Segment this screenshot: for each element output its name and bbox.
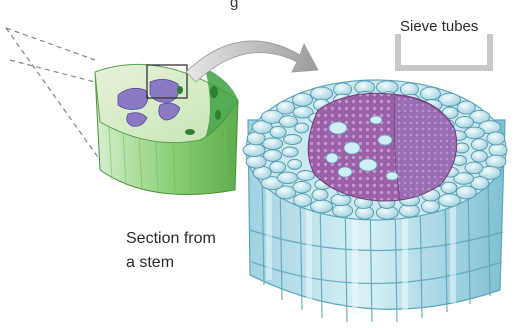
section-label-line-1: Section from: [126, 227, 276, 251]
parenchyma-cell: [471, 139, 487, 151]
parenchyma-cell: [279, 116, 297, 128]
parenchyma-cell: [294, 194, 312, 207]
section-label-line-2: a stem: [126, 251, 276, 275]
stem-section: [95, 64, 238, 194]
parenchyma-cell: [311, 87, 333, 100]
parenchyma-cell: [439, 194, 461, 207]
parenchyma-cell: [293, 181, 311, 193]
parenchyma-cell: [277, 101, 295, 114]
parenchyma-cell: [456, 116, 474, 128]
parenchyma-cell: [295, 123, 309, 133]
parenchyma-cell: [297, 171, 315, 181]
parenchyma-cell: [420, 87, 440, 100]
parenchyma-cell: [489, 144, 507, 157]
parenchyma-cell: [243, 144, 265, 157]
parenchyma-cell: [270, 126, 286, 138]
parenchyma-cell: [278, 172, 298, 184]
parenchyma-cell: [246, 155, 266, 168]
parenchyma-cell: [282, 147, 298, 157]
parenchyma-cell: [288, 159, 302, 169]
section-from-stem-label: Section from a stem: [126, 227, 276, 275]
parenchyma-cell: [284, 135, 302, 145]
parenchyma-cell: [465, 162, 483, 174]
magnify-arrow: [186, 41, 318, 82]
parenchyma-cell: [487, 132, 505, 145]
parenchyma-cell: [471, 151, 487, 163]
parenchyma-cell: [293, 93, 313, 106]
parenchyma-cell: [421, 200, 439, 213]
sieve-tubes-pointer: [398, 30, 492, 75]
parenchyma-cell: [270, 161, 286, 173]
sieve-tubes-label: Sieve tubes: [400, 18, 478, 35]
parenchyma-cell: [311, 200, 333, 213]
parenchyma-cell: [263, 138, 283, 150]
parenchyma-cell: [464, 127, 484, 139]
magnified-tissue: [243, 80, 507, 322]
parenchyma-cell: [264, 150, 282, 162]
parenchyma-cell: [331, 194, 351, 206]
parenchyma-cell: [312, 189, 328, 201]
